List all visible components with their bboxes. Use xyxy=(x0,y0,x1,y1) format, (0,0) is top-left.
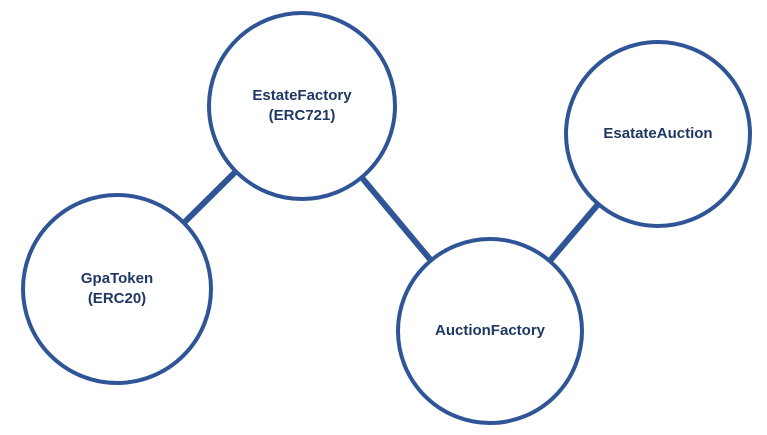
node-circle-gpa-token xyxy=(21,193,213,385)
node-circle-auction-factory xyxy=(396,237,584,425)
edge-estate-factory-gpa-token xyxy=(181,169,238,226)
diagram-nodes: EstateFactory (ERC721) EsatateAuctionGpaTo… xyxy=(21,11,752,425)
node-circle-esatate-auction xyxy=(564,40,752,228)
edge-esatate-auction-auction-factory xyxy=(547,202,601,263)
diagram-edges xyxy=(181,169,601,263)
node-label-estate-factory-line-1: (ERC721) xyxy=(269,107,336,124)
node-circle-estate-factory xyxy=(207,11,397,201)
node-label-auction-factory-line-0: AuctionFactory xyxy=(435,322,546,339)
node-gpa-token: GpaToken (ERC20) xyxy=(21,193,213,385)
node-auction-factory: AuctionFactory xyxy=(396,237,584,425)
node-label-estate-factory-line-0: EstateFactory xyxy=(252,87,352,104)
node-label-esatate-auction-line-0: EsatateAuction xyxy=(603,125,712,142)
node-label-gpa-token-line-0: GpaToken xyxy=(81,270,153,287)
node-estate-factory: EstateFactory (ERC721) xyxy=(207,11,397,201)
edge-estate-factory-auction-factory xyxy=(359,175,434,263)
node-label-gpa-token-line-1: (ERC20) xyxy=(88,290,146,307)
node-esatate-auction: EsatateAuction xyxy=(564,40,752,228)
